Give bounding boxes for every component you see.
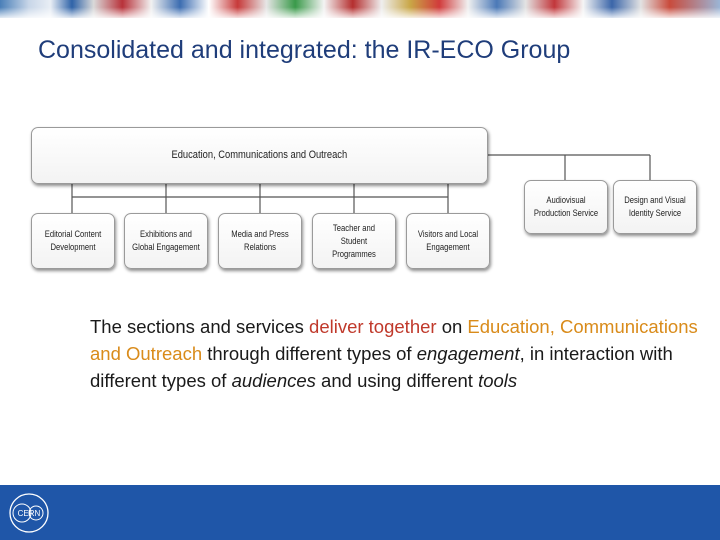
org-section-label: Media and Press Relations — [231, 229, 289, 252]
org-root-label: Education, Communications and Outreach — [171, 149, 348, 161]
footer-bar — [0, 485, 720, 540]
emphasis-audiences: audiences — [231, 370, 316, 391]
org-service-label: Design and Visual Identity Service — [624, 195, 686, 218]
banner-fade — [0, 0, 720, 18]
org-section-box: Exhibitions and Global Engagement — [124, 213, 208, 269]
org-section-label: Editorial Content Development — [44, 229, 102, 252]
org-chart-connectors — [71, 154, 651, 213]
cern-logo-text: CERN — [18, 509, 41, 518]
cern-logo-icon: CERN — [9, 493, 49, 533]
slide-title: Consolidated and integrated: the IR-ECO … — [38, 36, 571, 64]
org-section-label: Exhibitions and Global Engagement — [132, 229, 200, 252]
emphasis-engagement: engagement — [416, 343, 520, 364]
highlight-deliver-together: deliver together — [309, 316, 437, 337]
body-text-segment: and using different — [315, 370, 479, 391]
org-section-label: Teacher and Student Programmes — [332, 222, 376, 259]
org-service-label: Audiovisual Production Service — [533, 195, 599, 218]
body-text-segment: , in interaction with different types of — [90, 343, 673, 391]
org-root-box: Education, Communications and Outreach — [31, 127, 488, 184]
body-paragraph: The sections and services deliver togeth… — [90, 313, 700, 394]
org-section-label: Visitors and Local Engagement — [417, 229, 479, 252]
org-section-box: Media and Press Relations — [218, 213, 302, 269]
emphasis-tools: tools — [478, 370, 518, 391]
org-service-box: Audiovisual Production Service — [524, 180, 608, 234]
highlight-eco: Education, Communications and Outreach — [90, 316, 698, 364]
body-text-segment: through different types of — [202, 343, 417, 364]
body-text-segment: on — [436, 316, 468, 337]
org-section-box: Teacher and Student Programmes — [312, 213, 396, 269]
org-section-box: Visitors and Local Engagement — [406, 213, 490, 269]
org-service-box: Design and Visual Identity Service — [613, 180, 697, 234]
body-text-segment: The sections and services — [90, 316, 310, 337]
org-section-box: Editorial Content Development — [31, 213, 115, 269]
